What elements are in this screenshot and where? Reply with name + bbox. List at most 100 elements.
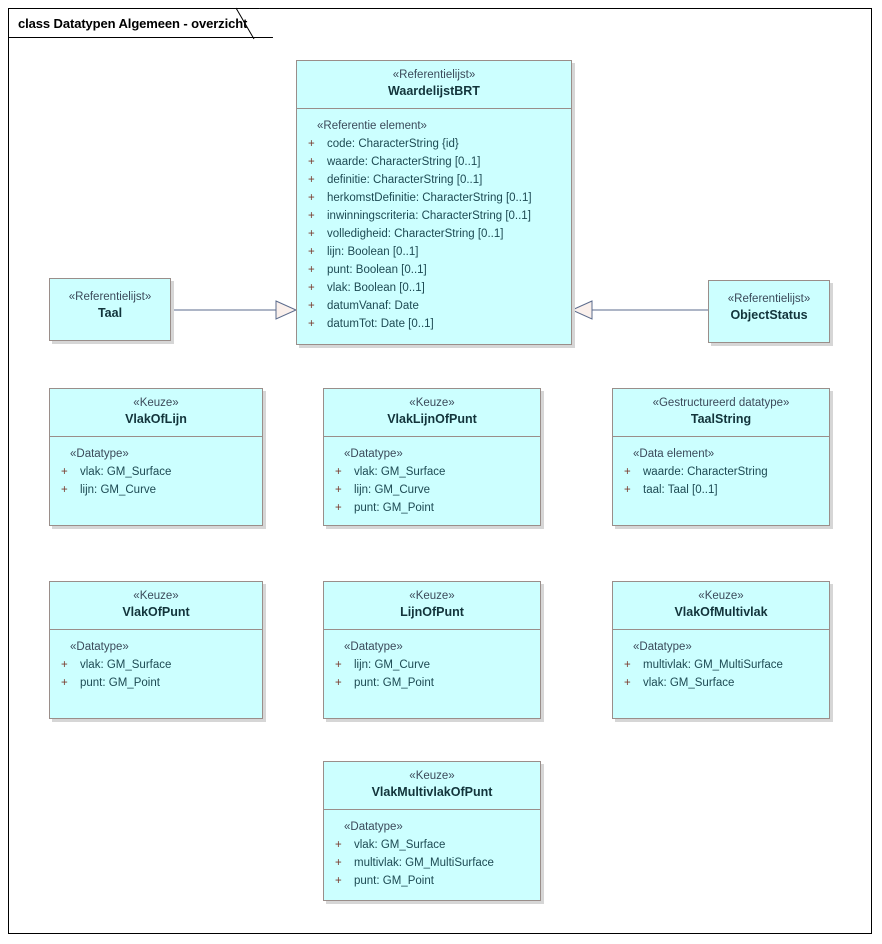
- class-vlakofmultivlak[interactable]: «Keuze» VlakOfMultivlak «Datatype» + mul…: [612, 581, 830, 719]
- class-vlaklijnofpunt[interactable]: «Keuze» VlakLijnOfPunt «Datatype» + vlak…: [323, 388, 541, 526]
- attribute-text: vlak: GM_Surface: [80, 659, 172, 671]
- attribute-row: + lijn: GM_Curve: [332, 481, 534, 499]
- class-taal-header: «Referentielijst» Taal: [50, 279, 170, 330]
- class-waardelijstbrt-name: WaardelijstBRT: [388, 84, 480, 98]
- attribute-visibility: +: [335, 677, 342, 689]
- class-vlakoflijn-name: VlakOfLijn: [125, 412, 187, 426]
- compartment-stereotype: «Datatype»: [633, 641, 692, 653]
- attribute-row: + punt: GM_Point: [332, 872, 534, 890]
- attribute-visibility: +: [308, 264, 315, 276]
- attribute-row: + lijn: Boolean [0..1]: [305, 243, 565, 261]
- attribute-visibility: +: [61, 466, 68, 478]
- class-lijnofpunt[interactable]: «Keuze» LijnOfPunt «Datatype» + lijn: GM…: [323, 581, 541, 719]
- attribute-visibility: +: [308, 210, 315, 222]
- attribute-row: + punt: GM_Point: [58, 674, 256, 692]
- class-vlakmultivlakofpunt-stereotype: «Keuze»: [409, 770, 455, 782]
- attribute-visibility: +: [61, 659, 68, 671]
- class-taal-stereotype: «Referentielijst»: [68, 291, 152, 303]
- attribute-visibility: +: [308, 318, 315, 330]
- class-vlakofpunt[interactable]: «Keuze» VlakOfPunt «Datatype» + vlak: GM…: [49, 581, 263, 719]
- attribute-row: + taal: Taal [0..1]: [621, 481, 823, 499]
- attribute-visibility: +: [335, 484, 342, 496]
- attribute-text: vlak: GM_Surface: [354, 466, 446, 478]
- attribute-text: taal: Taal [0..1]: [643, 484, 718, 496]
- class-vlakofmultivlak-header: «Keuze» VlakOfMultivlak: [613, 582, 829, 630]
- attribute-visibility: +: [335, 839, 342, 851]
- class-objectstatus-stereotype: «Referentielijst»: [727, 293, 811, 305]
- attribute-text: lijn: GM_Curve: [80, 484, 157, 496]
- compartment-stereotype: «Datatype»: [344, 821, 403, 833]
- attribute-visibility: +: [308, 246, 315, 258]
- compartment-stereotype: «Datatype»: [344, 641, 403, 653]
- class-waardelijstbrt-attributes: «Referentie element» + code: CharacterSt…: [297, 109, 571, 341]
- attribute-visibility: +: [624, 677, 631, 689]
- attribute-row: + punt: GM_Point: [332, 499, 534, 517]
- class-taalstring-stereotype: «Gestructureerd datatype»: [652, 397, 790, 409]
- attribute-row: + code: CharacterString {id}: [305, 135, 565, 153]
- compartment-stereotype: «Referentie element»: [317, 120, 427, 132]
- attribute-row: + herkomstDefinitie: CharacterString [0.…: [305, 189, 565, 207]
- class-vlakofmultivlak-name: VlakOfMultivlak: [674, 605, 768, 619]
- class-vlakofmultivlak-stereotype: «Keuze»: [698, 590, 744, 602]
- class-vlakofpunt-header: «Keuze» VlakOfPunt: [50, 582, 262, 630]
- class-vlaklijnofpunt-name: VlakLijnOfPunt: [387, 412, 477, 426]
- attribute-row: + definitie: CharacterString [0..1]: [305, 171, 565, 189]
- attribute-row: + inwinningscriteria: CharacterString [0…: [305, 207, 565, 225]
- class-lijnofpunt-header: «Keuze» LijnOfPunt: [324, 582, 540, 630]
- attribute-visibility: +: [308, 192, 315, 204]
- class-vlaklijnofpunt-stereotype: «Keuze»: [409, 397, 455, 409]
- attribute-visibility: +: [308, 156, 315, 168]
- attribute-text: datumVanaf: Date: [327, 300, 419, 312]
- class-objectstatus[interactable]: «Referentielijst» ObjectStatus: [708, 280, 830, 343]
- class-waardelijstbrt-stereotype: «Referentielijst»: [392, 69, 476, 81]
- compartment-stereotype: «Datatype»: [70, 641, 129, 653]
- class-waardelijstbrt-header: «Referentielijst» WaardelijstBRT: [297, 61, 571, 109]
- attribute-text: inwinningscriteria: CharacterString [0..…: [327, 210, 531, 222]
- class-vlakoflijn-stereotype: «Keuze»: [133, 397, 179, 409]
- diagram-frame: [8, 8, 872, 934]
- compartment-stereotype: «Datatype»: [70, 448, 129, 460]
- diagram-title-tab: class Datatypen Algemeen - overzicht: [8, 8, 273, 38]
- attribute-visibility: +: [335, 875, 342, 887]
- attribute-row: + punt: Boolean [0..1]: [305, 261, 565, 279]
- attribute-row: + vlak: GM_Surface: [621, 674, 823, 692]
- attribute-row: + lijn: GM_Curve: [58, 481, 256, 499]
- attribute-row: + multivlak: GM_MultiSurface: [621, 656, 823, 674]
- attribute-visibility: +: [624, 466, 631, 478]
- attribute-text: vlak: GM_Surface: [643, 677, 735, 689]
- class-vlakoflijn[interactable]: «Keuze» VlakOfLijn «Datatype» + vlak: GM…: [49, 388, 263, 526]
- attribute-text: punt: Boolean [0..1]: [327, 264, 427, 276]
- attribute-visibility: +: [308, 228, 315, 240]
- class-taalstring-name: TaalString: [690, 412, 752, 426]
- attribute-text: code: CharacterString {id}: [327, 138, 459, 150]
- class-vlakmultivlakofpunt[interactable]: «Keuze» VlakMultivlakOfPunt «Datatype» +…: [323, 761, 541, 901]
- compartment-stereotype: «Datatype»: [344, 448, 403, 460]
- attribute-text: lijn: GM_Curve: [354, 484, 431, 496]
- class-taalstring[interactable]: «Gestructureerd datatype» TaalString «Da…: [612, 388, 830, 526]
- attribute-row: + multivlak: GM_MultiSurface: [332, 854, 534, 872]
- attribute-text: vlak: GM_Surface: [80, 466, 172, 478]
- attribute-visibility: +: [335, 857, 342, 869]
- attribute-text: lijn: GM_Curve: [354, 659, 431, 671]
- attribute-row: + vlak: Boolean [0..1]: [305, 279, 565, 297]
- attribute-text: volledigheid: CharacterString [0..1]: [327, 228, 504, 240]
- class-taal[interactable]: «Referentielijst» Taal: [49, 278, 171, 341]
- class-objectstatus-name: ObjectStatus: [730, 308, 808, 322]
- class-waardelijstbrt[interactable]: «Referentielijst» WaardelijstBRT «Refere…: [296, 60, 572, 345]
- attribute-visibility: +: [624, 659, 631, 671]
- class-vlakofpunt-attributes: «Datatype» + vlak: GM_Surface + punt: GM…: [50, 630, 262, 700]
- attribute-text: waarde: CharacterString [0..1]: [327, 156, 481, 168]
- attribute-text: herkomstDefinitie: CharacterString [0..1…: [327, 192, 532, 204]
- attribute-row: + vlak: GM_Surface: [58, 463, 256, 481]
- attribute-row: + vlak: GM_Surface: [332, 463, 534, 481]
- class-vlaklijnofpunt-attributes: «Datatype» + vlak: GM_Surface + lijn: GM…: [324, 437, 540, 525]
- class-vlaklijnofpunt-header: «Keuze» VlakLijnOfPunt: [324, 389, 540, 437]
- class-vlakmultivlakofpunt-attributes: «Datatype» + vlak: GM_Surface + multivla…: [324, 810, 540, 898]
- class-lijnofpunt-attributes: «Datatype» + lijn: GM_Curve + punt: GM_P…: [324, 630, 540, 700]
- class-vlakofpunt-name: VlakOfPunt: [122, 605, 190, 619]
- class-taalstring-header: «Gestructureerd datatype» TaalString: [613, 389, 829, 437]
- attribute-text: punt: GM_Point: [80, 677, 160, 689]
- class-vlakmultivlakofpunt-header: «Keuze» VlakMultivlakOfPunt: [324, 762, 540, 810]
- attribute-row: + punt: GM_Point: [332, 674, 534, 692]
